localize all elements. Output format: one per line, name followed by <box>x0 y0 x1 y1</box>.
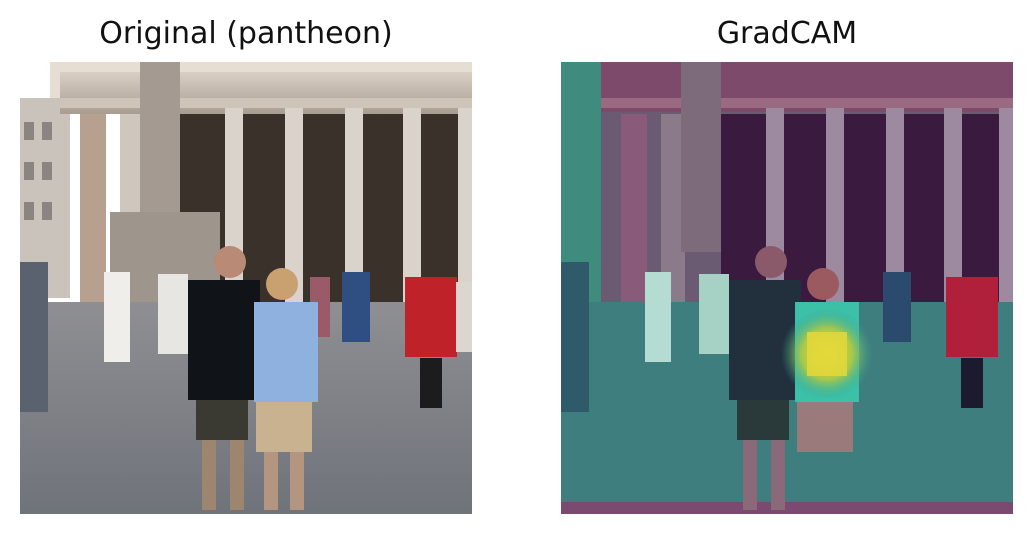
original-panel-title: Original (pantheon) <box>99 16 393 51</box>
original-photo-drawing <box>20 62 472 514</box>
gradcam-heatmap-image <box>561 62 1013 514</box>
gradcam-overlay-drawing <box>561 62 1013 514</box>
original-image <box>20 62 472 514</box>
gradcam-panel-title: GradCAM <box>716 16 858 51</box>
